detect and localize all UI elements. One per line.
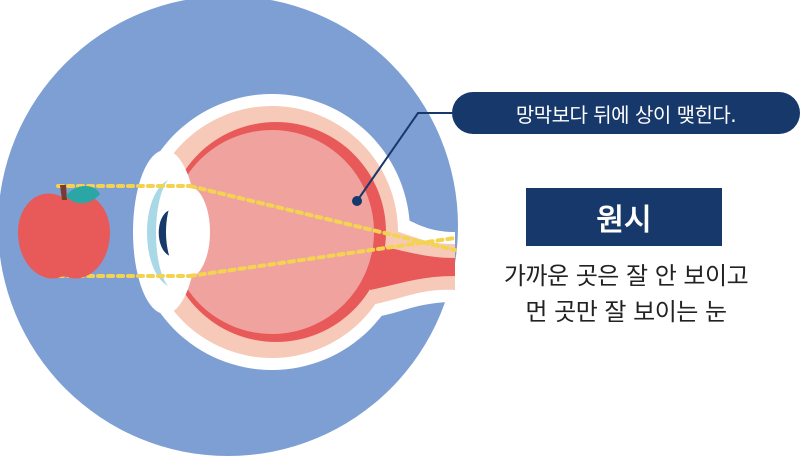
callout-text: 망막보다 뒤에 상이 맺힌다. (515, 102, 737, 127)
callout-label: 망막보다 뒤에 상이 맺힌다. (452, 92, 800, 134)
title-badge: 원시 (526, 188, 722, 246)
apple-body (18, 193, 110, 279)
apple-icon (18, 185, 110, 279)
cornea (147, 180, 168, 286)
description: 가까운 곳은 잘 안 보이고 먼 곳만 잘 보이는 눈 (470, 258, 782, 330)
callout-pointer (352, 112, 456, 206)
lens (166, 186, 210, 278)
eye-icon (133, 94, 455, 370)
vitreous-body (170, 130, 374, 334)
optic-nerve-core (370, 245, 455, 290)
ray-top-converging (188, 184, 457, 252)
ray-bottom-converging (188, 236, 457, 278)
description-line-1: 가까운 곳은 잘 안 보이고 (503, 262, 749, 290)
description-line-2: 먼 곳만 잘 보이는 눈 (525, 298, 727, 326)
apple-stem (60, 185, 67, 200)
apple-leaf (66, 185, 100, 204)
title-text: 원시 (596, 203, 652, 238)
